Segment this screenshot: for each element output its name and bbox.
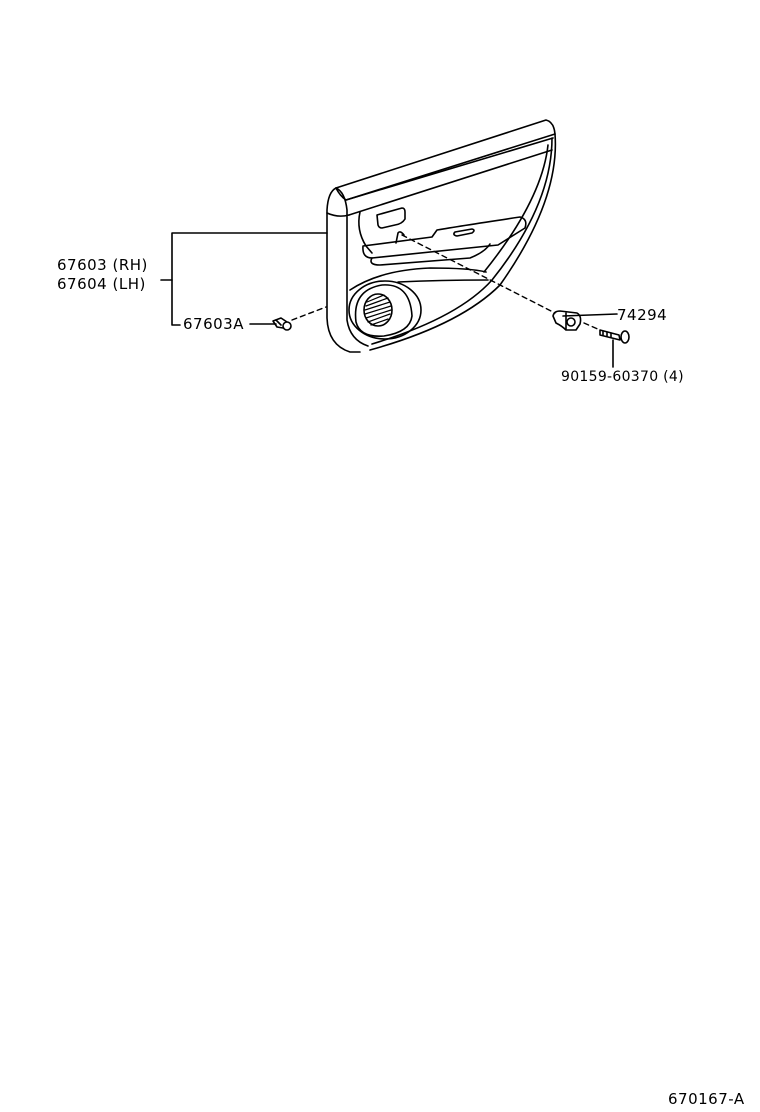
trim-upper-lower-line — [348, 149, 553, 216]
trim-belt-join — [326, 212, 350, 217]
trim-clip-icon — [272, 317, 292, 331]
tapping-screw-icon — [599, 329, 630, 344]
leader-74294 — [562, 313, 618, 317]
armrest-bracket-icon — [552, 310, 582, 331]
speaker-housing-outer — [348, 280, 422, 340]
trim-rear-edge-mid — [371, 137, 553, 345]
window-switch — [453, 228, 475, 237]
lower-pocket-sweep-inner — [397, 279, 489, 283]
bracket-trim-board — [171, 232, 328, 326]
inner-handle-bezel — [376, 207, 406, 229]
dashed-clip-to-trim — [291, 306, 327, 321]
part-label-90159-60370: 90159-60370 (4) — [561, 369, 684, 385]
trim-rear-edge-inner — [483, 144, 549, 273]
assembly-dashed-lines — [291, 234, 601, 331]
door-trim-panel-illustration — [326, 119, 557, 353]
trim-front-edge-outer — [326, 187, 361, 353]
speaker-grille — [363, 293, 393, 327]
part-label-67603-rh: 67603 (RH) — [57, 256, 148, 274]
speaker-grille-hatching — [364, 294, 392, 326]
figure-code: 670167-A — [668, 1090, 745, 1108]
leader-lines — [160, 232, 618, 368]
trim-front-edge-inner — [335, 187, 369, 347]
part-label-67603a: 67603A — [183, 315, 245, 333]
dashed-screw-to-bracket — [583, 322, 601, 331]
trim-upper-edge-line — [345, 137, 554, 201]
part-label-74294: 74294 — [617, 306, 668, 324]
armrest-top — [362, 216, 527, 259]
dashed-bracket-to-trim — [401, 234, 556, 314]
speaker-housing-trim — [354, 284, 413, 338]
part-label-67604-lh: 67604 (LH) — [57, 275, 146, 293]
pull-cup-notch — [395, 231, 405, 244]
lower-pocket-sweep — [349, 267, 487, 291]
armrest-bottom — [370, 243, 491, 266]
inner-handle-recess — [358, 211, 373, 254]
